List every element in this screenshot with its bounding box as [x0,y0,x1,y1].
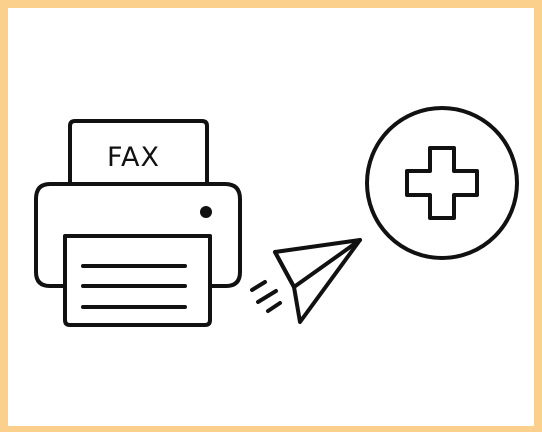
paper-plane-icon [252,240,360,322]
fax-status-light-icon [200,206,212,218]
speed-line-1 [252,282,265,290]
fax-output-tray [65,236,210,325]
medical-circle [367,108,517,258]
fax-label: FAX [107,142,160,173]
plane-body [275,240,360,322]
speed-line-3 [268,303,280,311]
medical-cross-icon [367,108,517,258]
speed-line-2 [258,291,276,302]
